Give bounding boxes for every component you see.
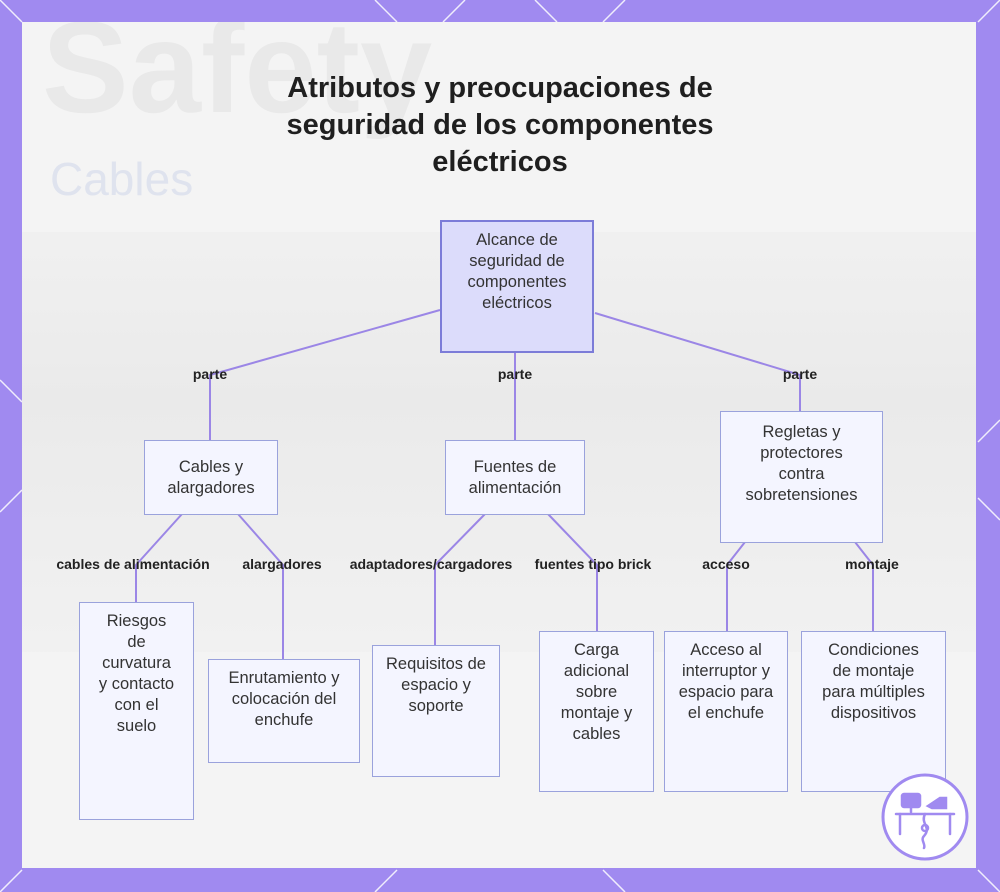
node-requisitos-label: Requisitos de espacio y soporte bbox=[386, 654, 486, 717]
edge-label-parte-cables: parte bbox=[193, 366, 227, 382]
node-root: Alcance de seguridad de componentes eléc… bbox=[440, 220, 594, 353]
node-condiciones-label: Condiciones de montaje para múltiples di… bbox=[819, 640, 929, 724]
node-requisitos: Requisitos de espacio y soporte bbox=[372, 645, 500, 777]
edge-label-parte-fuentes: parte bbox=[498, 366, 532, 382]
edge-label-parte-regletas: parte bbox=[783, 366, 817, 382]
node-acceso: Acceso al interruptor y espacio para el … bbox=[664, 631, 788, 792]
edge-label-brick: fuentes tipo brick bbox=[535, 556, 652, 572]
node-cables-label: Cables y alargadores bbox=[151, 457, 271, 499]
edge-label-acceso: acceso bbox=[702, 556, 749, 572]
node-enrutamiento-label: Enrutamiento y colocación del enchufe bbox=[215, 668, 353, 731]
node-condiciones: Condiciones de montaje para múltiples di… bbox=[801, 631, 946, 792]
edge-fuentes-requisitos bbox=[435, 514, 485, 645]
node-enrutamiento: Enrutamiento y colocación del enchufe bbox=[208, 659, 360, 763]
node-carga: Carga adicional sobre montaje y cables bbox=[539, 631, 654, 792]
edge-root-cables bbox=[210, 310, 440, 440]
node-regletas-label: Regletas y protectores contra sobretensi… bbox=[742, 422, 862, 506]
edge-label-adaptadores: adaptadores/cargadores bbox=[350, 556, 513, 572]
node-fuentes: Fuentes de alimentación bbox=[445, 440, 585, 515]
node-fuentes-label: Fuentes de alimentación bbox=[452, 457, 578, 499]
node-riesgos-label: Riesgos de curvatura y contacto con el s… bbox=[97, 611, 177, 737]
workstation-logo-icon bbox=[880, 772, 970, 862]
edge-root-regletas bbox=[595, 313, 800, 411]
edge-label-alargadores: alargadores bbox=[242, 556, 321, 572]
node-acceso-label: Acceso al interruptor y espacio para el … bbox=[676, 640, 776, 724]
node-cables: Cables y alargadores bbox=[144, 440, 278, 515]
node-root-label: Alcance de seguridad de componentes eléc… bbox=[448, 230, 586, 314]
edge-label-montaje: montaje bbox=[845, 556, 899, 572]
node-regletas: Regletas y protectores contra sobretensi… bbox=[720, 411, 883, 543]
edge-cables-enrutamiento bbox=[238, 514, 283, 659]
edge-label-cables-alimentacion: cables de alimentación bbox=[56, 556, 209, 572]
node-riesgos: Riesgos de curvatura y contacto con el s… bbox=[79, 602, 194, 820]
edge-fuentes-carga bbox=[548, 514, 597, 631]
node-carga-label: Carga adicional sobre montaje y cables bbox=[549, 640, 644, 745]
